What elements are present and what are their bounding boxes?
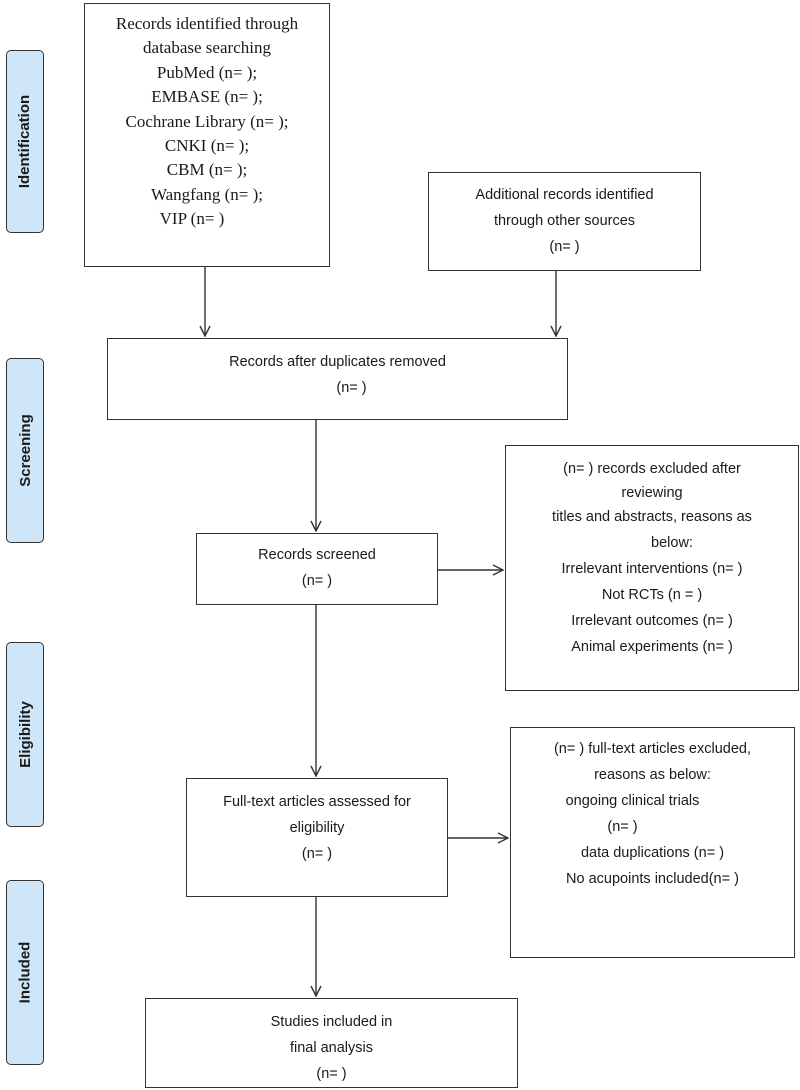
box-line: (n= ) records excluded after [563, 461, 741, 477]
duplicates-removed-box: Records after duplicates removed (n= ) [107, 338, 568, 420]
box-line: titles and abstracts, reasons as [552, 509, 752, 525]
excluded-titles-abstracts-box: (n= ) records excluded after reviewing t… [505, 445, 799, 691]
box-line: (n= ) full-text articles excluded, [553, 741, 752, 757]
box-line: Records identified through [115, 14, 299, 33]
box-line: Records screened [258, 547, 376, 563]
box-line: (n= ) [316, 1066, 347, 1082]
stage-screening: Screening [6, 358, 44, 543]
box-line: reviewing [621, 485, 683, 501]
box-line: ongoing clinical trials [565, 793, 700, 809]
box-line: PubMed (n= ); [156, 62, 258, 82]
box-line: Full-text articles assessed for [223, 794, 411, 810]
box-line: final analysis [289, 1040, 373, 1056]
box-line: Records after duplicates removed [229, 354, 446, 370]
box-line: Irrelevant outcomes (n= ) [571, 613, 733, 629]
box-line: Cochrane Library (n= ); [125, 111, 289, 131]
box-line: eligibility [289, 820, 345, 836]
box-line: Studies included in [270, 1014, 393, 1030]
other-sources-box: Additional records identified through ot… [428, 172, 701, 271]
box-line: (n= ) [336, 380, 367, 396]
box-line: data duplications (n= ) [580, 845, 725, 861]
box-line: CNKI (n= ); [164, 136, 250, 156]
box-line: through other sources [493, 213, 636, 229]
box-line: CBM (n= ); [166, 160, 248, 180]
box-line: VIP (n= ) [159, 209, 225, 229]
box-line: (n= ) [301, 573, 333, 589]
studies-included-box: Studies included in final analysis (n= ) [145, 998, 518, 1088]
box-line: Not RCTs (n = ) [601, 587, 703, 603]
stage-included: Included [6, 880, 44, 1065]
stage-eligibility: Eligibility [6, 642, 44, 827]
box-line: Irrelevant interventions (n= ) [561, 561, 743, 577]
box-line: Wangfang (n= ); [150, 184, 264, 204]
box-line: No acupoints included(n= ) [566, 871, 739, 887]
box-line: Animal experiments (n= ) [571, 639, 733, 655]
box-line: Additional records identified [475, 187, 654, 203]
records-screened-box: Records screened (n= ) [196, 533, 438, 605]
box-line: (n= ) [301, 846, 333, 862]
box-line: EMBASE (n= ); [151, 87, 263, 107]
box-line: database searching [143, 38, 271, 58]
stage-identification: Identification [6, 50, 44, 233]
box-line: (n= ) [607, 819, 638, 835]
box-line: below: [651, 535, 693, 551]
box-line: (n= ) [549, 239, 580, 255]
box-line: reasons as below: [594, 767, 711, 783]
excluded-full-text-box: (n= ) full-text articles excluded, reaso… [510, 727, 795, 958]
full-text-assessed-box: Full-text articles assessed for eligibil… [186, 778, 448, 897]
database-search-box: Records identified through database sear… [84, 3, 330, 267]
